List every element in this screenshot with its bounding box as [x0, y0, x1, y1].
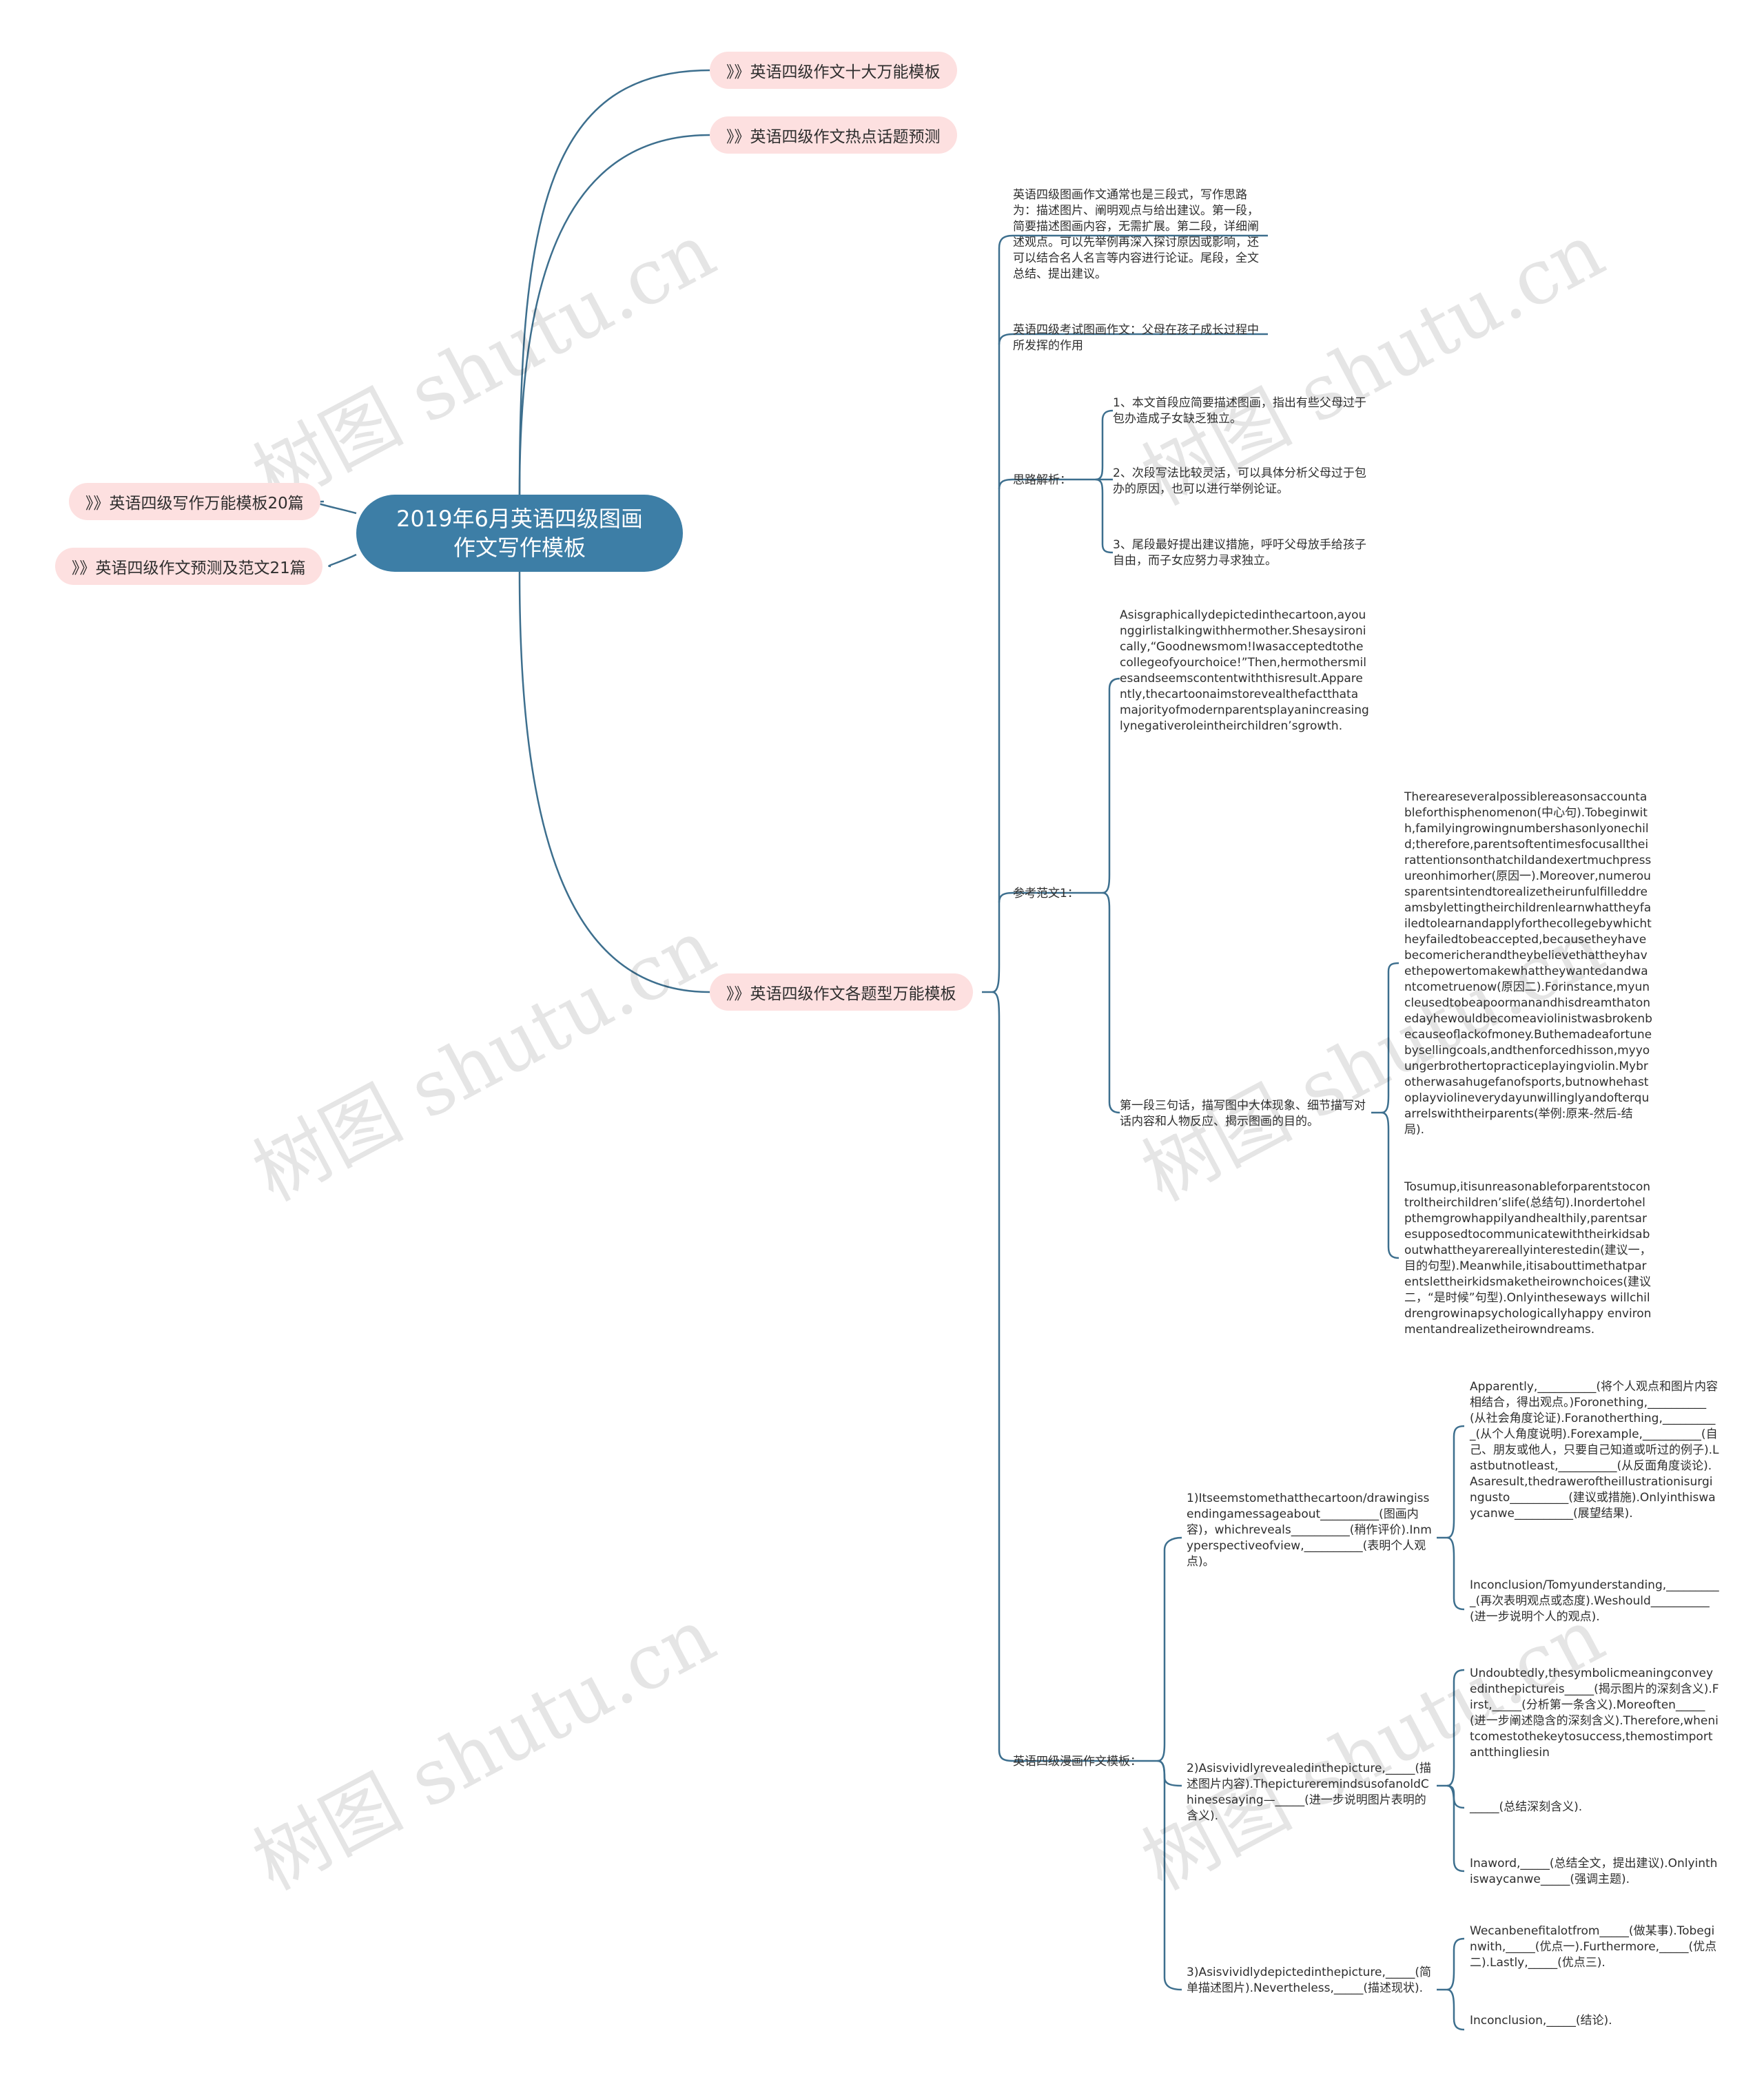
branch-hot-topics[interactable]: 》》英语四级作文热点话题预测	[710, 116, 957, 154]
comic-template-3-conclusion: Inconclusion,_____(结论).	[1470, 2014, 1612, 2028]
branch-question-types[interactable]: 》》英语四级作文各题型万能模板	[710, 973, 973, 1011]
comic-template-2: 2)Asisvividlyrevealedinthepicture,_____(…	[1187, 1762, 1431, 1823]
branch-writing-20[interactable]: 》》英语四级写作万能模板20篇	[69, 483, 320, 520]
sample-label: 参考范文1：	[1013, 887, 1079, 900]
comic-template-3-body: Wecanbenefitalotfrom_____(做某事).Tobeginwi…	[1470, 1924, 1717, 1970]
root-title: 2019年6月英语四级图画 作文写作模板	[396, 506, 643, 561]
root-topic[interactable]: 2019年6月英语四级图画 作文写作模板	[356, 495, 683, 572]
analysis-label: 思路解析：	[1013, 473, 1071, 487]
comic-template-label: 英语四级漫画作文模板：	[1013, 1755, 1142, 1768]
comic-template-2-conclusion: Inaword,_____(总结全文，提出建议).Onlyinthiswayca…	[1470, 1857, 1718, 1886]
analysis-point-1: 1、本文首段应简要描述图画，指出有些父母过于包办造成子女缺乏独立。	[1113, 396, 1366, 426]
branch-label: 》》英语四级作文预测及范文21篇	[72, 559, 306, 577]
intro-text: 英语四级图画作文通常也是三段式，写作思路为：描述图片、阐明观点与给出建议。第一段…	[1013, 188, 1259, 281]
branch-label: 》》英语四级作文各题型万能模板	[726, 985, 956, 1003]
sample-paragraph-note: 第一段三句话，描写图中大体现象、细节描写对话内容和人物反应、揭示图画的目的。	[1120, 1099, 1366, 1128]
exam-topic-text: 英语四级考试图画作文：父母在孩子成长过程中所发挥的作用	[1013, 323, 1259, 353]
sample-paragraph-3: Tosumup,itisunreasonableforparentstocont…	[1404, 1180, 1652, 1337]
branch-forecast-21[interactable]: 》》英语四级作文预测及范文21篇	[55, 548, 322, 585]
sample-paragraph-1: Asisgraphicallydepictedinthecartoon,ayou…	[1120, 608, 1369, 733]
comic-template-1-body: Apparently,__________(将个人观点和图片内容相结合，得出观点…	[1470, 1380, 1719, 1520]
branch-label: 》》英语四级写作万能模板20篇	[85, 495, 304, 513]
analysis-point-2: 2、次段写法比较灵活，可以具体分析父母过于包办的原因，也可以进行举例论证。	[1113, 466, 1366, 496]
comic-template-1-conclusion: Inconclusion/Tomyunderstanding,_________…	[1470, 1578, 1719, 1624]
branch-ten-templates[interactable]: 》》英语四级作文十大万能模板	[710, 52, 957, 89]
comic-template-3: 3)Asisvividlydepictedinthepicture,_____(…	[1187, 1966, 1431, 1995]
analysis-point-3: 3、尾段最好提出建议措施，呼吁父母放手给孩子自由，而子女应努力寻求独立。	[1113, 538, 1366, 568]
sample-paragraph-2: Thereareseveralpossiblereasonsaccountabl…	[1404, 790, 1652, 1137]
comic-template-2-body: Undoubtedly,thesymbolicmeaningconveyedin…	[1470, 1667, 1719, 1760]
branch-label: 》》英语四级作文十大万能模板	[726, 63, 941, 81]
branch-label: 》》英语四级作文热点话题预测	[726, 128, 941, 146]
comic-template-1: 1)Itseemstomethatthecartoon/drawingissen…	[1187, 1492, 1432, 1569]
comic-template-2-summary: _____(总结深刻含义).	[1470, 1800, 1583, 1814]
